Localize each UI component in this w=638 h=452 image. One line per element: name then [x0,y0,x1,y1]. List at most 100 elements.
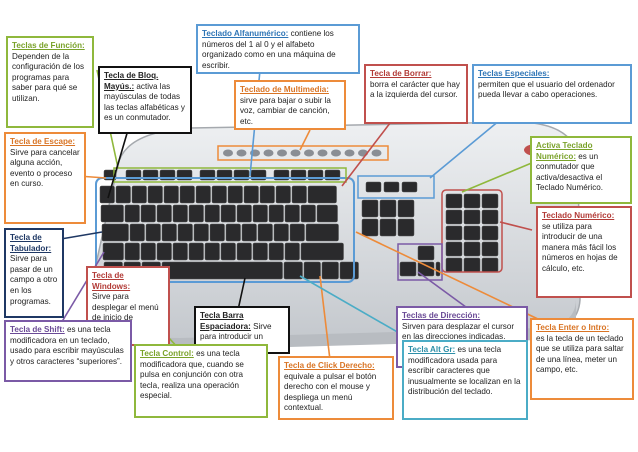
callout-body: permiten que el usuario del ordenador pu… [478,79,615,100]
alphanumeric-key [172,242,188,261]
numpad-key [445,225,463,241]
alphanumeric-key [220,242,236,261]
alphanumeric-key [305,223,339,242]
numpad-key [463,225,481,241]
navigation-key [379,199,397,218]
spacebar-key [161,261,283,280]
callout-title: Tecla Control: [140,349,194,358]
alphanumeric-key [204,242,220,261]
callout-title: Teclado de Multimedia: [240,85,329,94]
callout-body: es un conmutador que activa/desactiva el… [536,151,604,193]
alphanumeric-key [291,185,307,204]
special-key [365,181,382,193]
callout-title: Tecla Alt Gr: [408,345,456,354]
alphanumeric-key [209,223,225,242]
alphanumeric-key [179,185,195,204]
media-key [223,149,233,157]
numpad-key [445,241,463,257]
media-key [317,149,328,157]
alphanumeric-key [177,223,193,242]
numpad-key [481,209,499,225]
callout-alt-gr: Tecla Alt Gr: es una tecla modificadora … [402,340,528,420]
callout-title: Teclado Numérico: [542,211,615,220]
numpad-key [481,241,499,257]
special-keys-outline [357,175,435,199]
callout-body: Sirve para pasar de un campo a otro en l… [10,254,58,306]
callout-title: Activa Teclado Numérico: [536,141,593,161]
numpad-key [445,209,463,225]
alphanumeric-key [99,185,115,204]
callout-title: Tecla de Escape: [10,137,76,146]
alphanumeric-key [259,185,275,204]
multimedia-keys [223,149,382,157]
alphanumeric-key [289,223,305,242]
alphanumeric-key [227,185,243,204]
navigation-key [397,218,415,237]
callout-body: activa las mayúsculas de todas las tecla… [104,81,185,123]
alphanumeric-key [257,223,273,242]
alphanumeric-key [284,242,300,261]
callout-body: es una tecla modificadora en un teclado,… [10,325,124,366]
arrow-up-key [417,245,435,261]
numpad-key [463,241,481,257]
callout-body: Sirve para cancelar alguna acción, event… [10,147,80,189]
numeric-and-navigation-keys [361,193,499,277]
callout-title: Tecla de Windows: [92,271,131,291]
callout-body: se utiliza para introducir de una manera… [542,221,618,273]
numpad-key [481,257,499,273]
alphanumeric-key [316,204,338,223]
callout-caps-lock: Tecla de Bloq. Mayús.: activa las mayúsc… [98,66,192,134]
alphanumeric-key [300,242,344,261]
alphanumeric-key [101,223,129,242]
callout-backspace: Tecla de Borrar: borra el carácter que h… [364,64,468,124]
alphanumeric-key [273,223,289,242]
special-key [383,181,400,193]
alphanumeric-key [124,242,140,261]
callout-tab: Tecla de Tabulador: Sirve para pasar de … [4,228,64,318]
navigation-key [361,218,379,237]
callout-enter: Tecla Enter o Intro: es la tecla de un t… [530,318,634,400]
modifier-key [339,261,359,280]
numpad-key [481,193,499,209]
callout-title: Teclado Alfanumérico: [202,29,289,38]
callout-title: Tecla de Bloq. Mayús.: [104,71,159,91]
media-key [344,149,355,157]
navigation-key [397,199,415,218]
media-key [304,149,314,157]
callout-function-keys: Teclas de Función: Dependen de la config… [6,36,94,128]
alphanumeric-key [188,242,204,261]
alphanumeric-key [241,223,257,242]
callout-body: es la tecla de un teclado que se utiliza… [536,333,624,375]
media-key [263,149,274,157]
alphanumeric-key [195,185,211,204]
navigation-key [361,199,379,218]
callout-body: contiene los números del 1 al 0 y el alf… [202,29,336,70]
callout-title: Tecla de Borrar: [370,69,432,78]
alphanumeric-outline [95,177,355,283]
callout-title: Teclas Especiales: [478,69,550,78]
callout-numpad: Teclado Numérico: se utiliza para introd… [536,206,632,298]
alphanumeric-key [252,204,268,223]
alphanumeric-key [284,204,300,223]
arrow-left-key [399,261,417,277]
alphanumeric-key [193,223,209,242]
callout-title: Tecla de Tabulador: [10,233,52,253]
arrow-right-key [435,261,441,277]
numpad-key [463,193,481,209]
alphanumeric-key [145,223,161,242]
alphanumeric-key [220,204,236,223]
media-key [236,149,247,157]
alphanumeric-key [236,204,252,223]
alphanumeric-key [268,242,284,261]
alphanumeric-key [100,204,124,223]
callout-escape: Tecla de Escape: Sirve para cancelar alg… [4,132,86,224]
media-key [371,149,382,157]
callout-numlock: Activa Teclado Numérico: es un conmutado… [530,136,632,204]
callout-title: Teclas de Función: [12,41,85,50]
numpad-key [463,257,481,273]
alphanumeric-key [156,204,172,223]
alphanumeric-key [129,223,145,242]
alphanumeric-key [268,204,284,223]
media-key [290,149,301,157]
alphanumeric-key [300,204,316,223]
